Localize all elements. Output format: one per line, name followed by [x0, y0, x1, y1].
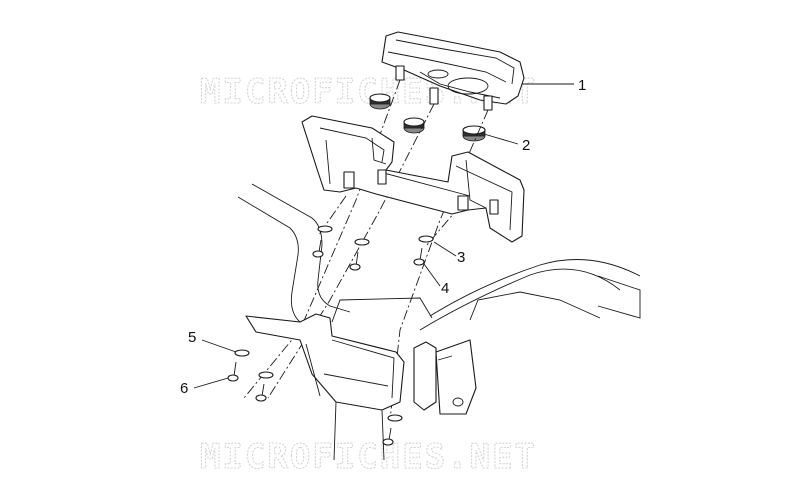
handlebar	[237, 183, 641, 333]
washer-c	[418, 235, 434, 243]
washer-e	[258, 371, 274, 379]
screw-a	[312, 239, 324, 258]
washer-d	[234, 349, 250, 357]
washer-a	[317, 225, 333, 233]
screw-e	[255, 383, 267, 402]
grommets	[369, 93, 486, 142]
screws	[227, 239, 425, 446]
callout-5: 5	[188, 329, 196, 346]
cluster-support-bracket	[301, 115, 525, 243]
watermark-bottom: MICROFICHES.NET	[200, 437, 537, 477]
washers	[234, 225, 434, 422]
lower-cover	[245, 313, 477, 461]
callout-2: 2	[522, 137, 530, 154]
washer-f	[387, 414, 403, 422]
washer-b	[354, 238, 370, 246]
callout-4: 4	[441, 280, 449, 297]
screw-d	[227, 361, 239, 382]
grommet-left	[369, 93, 391, 110]
callout-3: 3	[457, 249, 465, 266]
leader-lines	[193, 83, 574, 389]
screw-f	[382, 427, 394, 446]
screw-c	[413, 247, 425, 266]
grommet-middle	[403, 117, 425, 134]
grommet-right	[462, 125, 486, 142]
callout-6: 6	[180, 380, 188, 397]
screw-b	[349, 251, 361, 271]
callout-1: 1	[578, 77, 586, 94]
